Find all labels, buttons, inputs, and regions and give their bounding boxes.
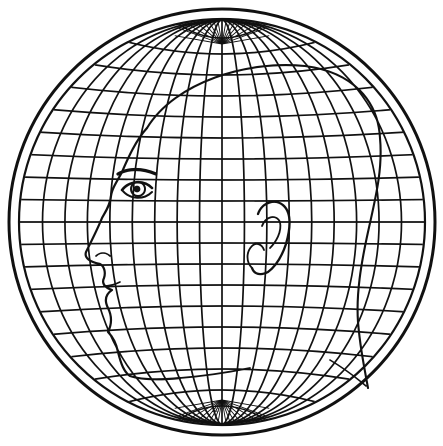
- nostril-mark: [96, 253, 110, 256]
- eyebrow: [118, 170, 156, 175]
- eye-pupil: [134, 186, 141, 193]
- engraver-signature: sc: [212, 406, 220, 414]
- mouth-mark: [104, 282, 120, 286]
